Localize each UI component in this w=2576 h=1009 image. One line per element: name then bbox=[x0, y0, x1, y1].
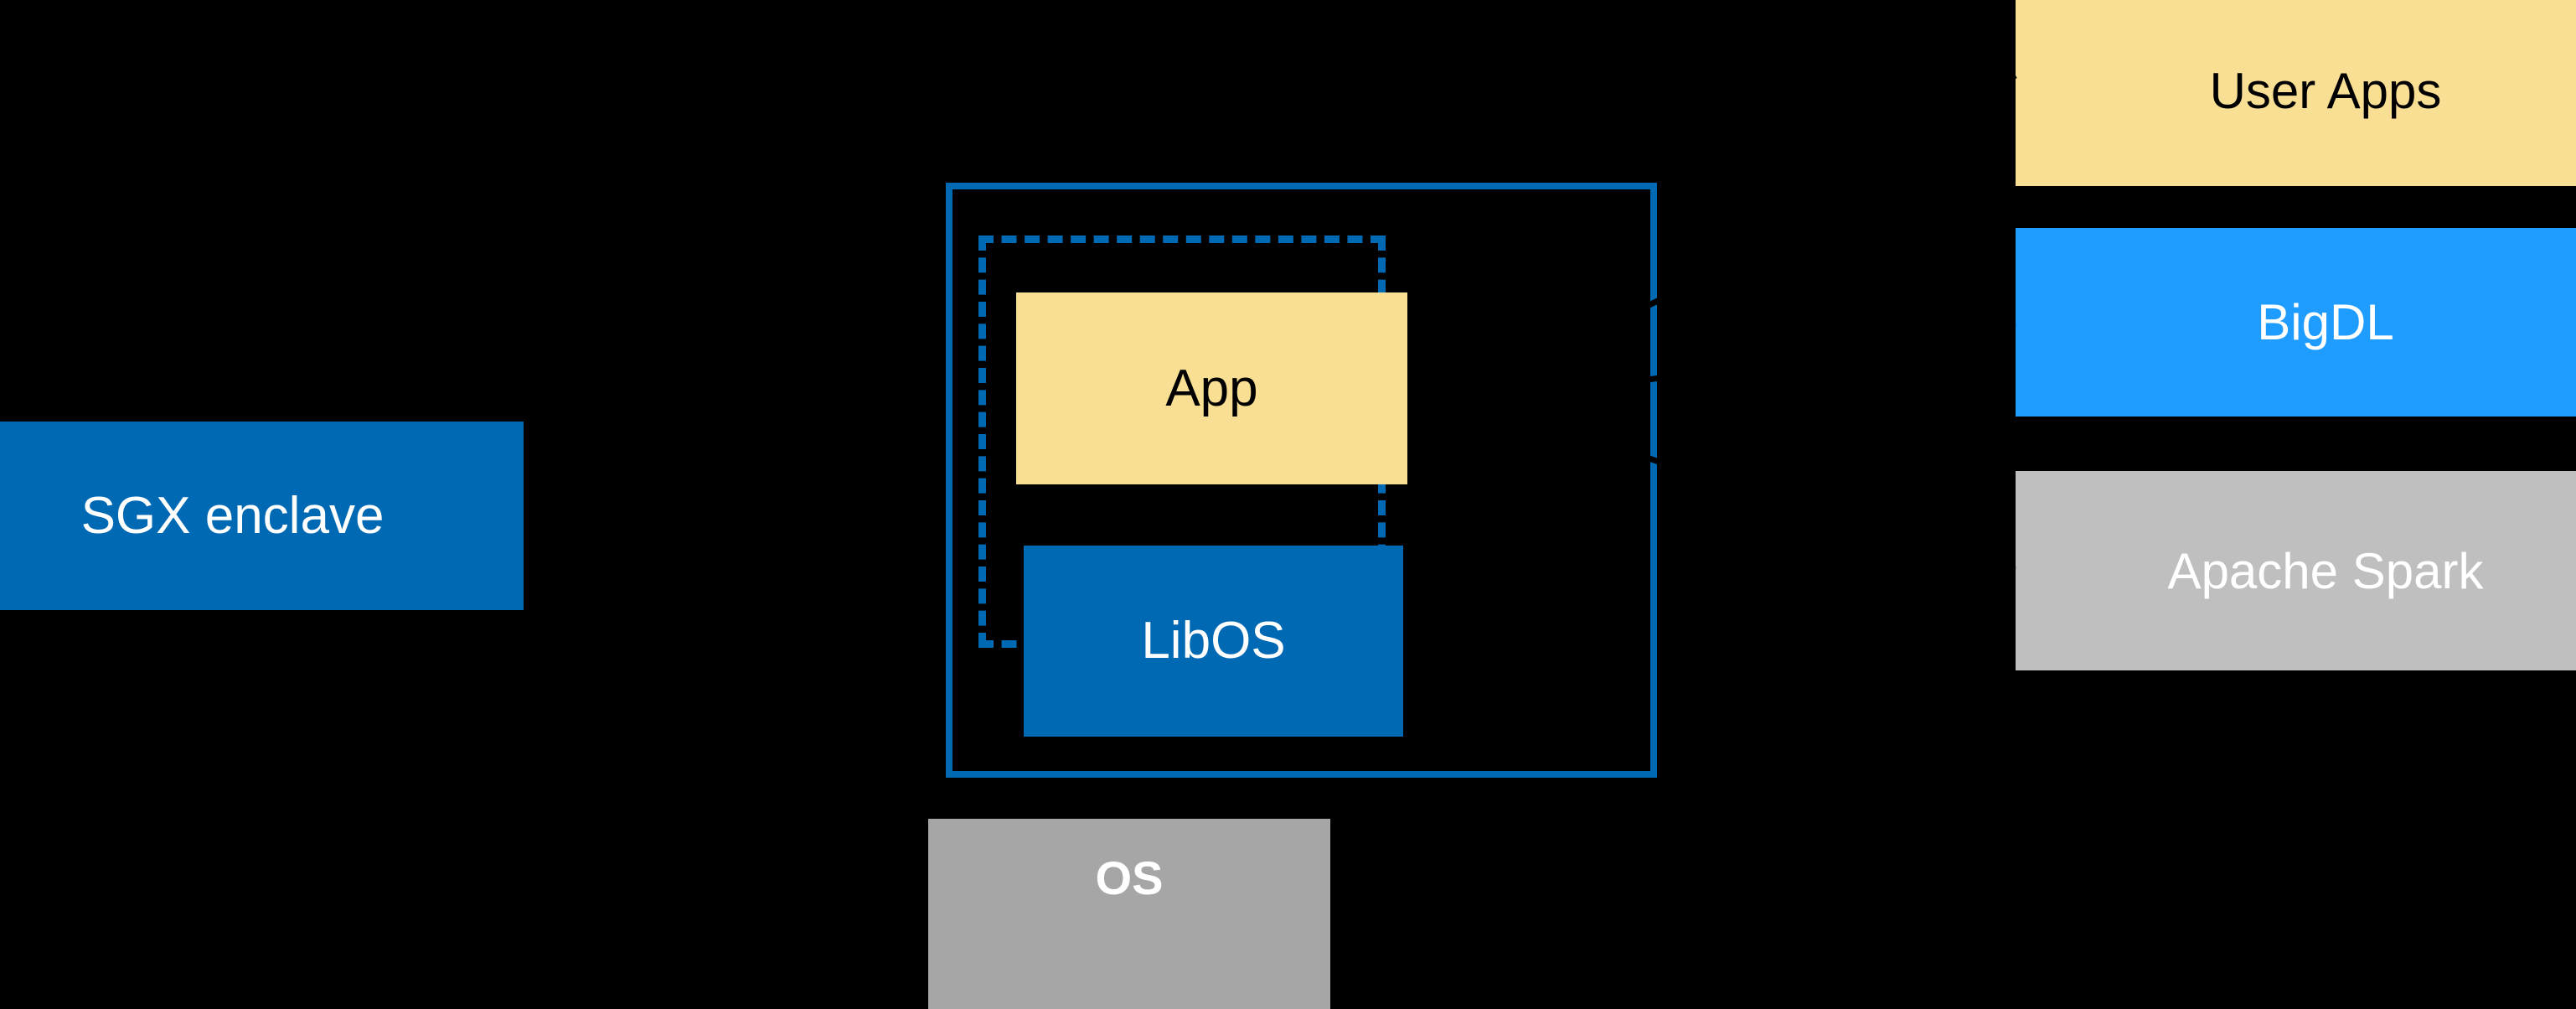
user-apps-label: User Apps bbox=[2209, 63, 2442, 119]
apache-spark-box[interactable]: Apache Spark bbox=[2016, 471, 2576, 670]
os-label: OS bbox=[1095, 851, 1164, 904]
bigdl-label: BigDL bbox=[2257, 294, 2394, 350]
apache-spark-label: Apache Spark bbox=[2167, 542, 2484, 599]
connector-enclave-to-sgx-label bbox=[524, 399, 947, 541]
sgx-enclave-box[interactable]: SGX enclave bbox=[0, 422, 524, 610]
app-label: App bbox=[1165, 359, 1258, 417]
app-box[interactable]: App bbox=[1016, 292, 1407, 484]
libos-label: LibOS bbox=[1141, 612, 1286, 670]
os-box[interactable]: OS bbox=[928, 819, 1330, 1009]
sgx-enclave-label: SGX enclave bbox=[80, 486, 385, 545]
libos-box[interactable]: LibOS bbox=[1024, 546, 1403, 737]
user-apps-box[interactable]: User Apps bbox=[2016, 0, 2576, 186]
bigdl-box[interactable]: BigDL bbox=[2016, 228, 2576, 417]
